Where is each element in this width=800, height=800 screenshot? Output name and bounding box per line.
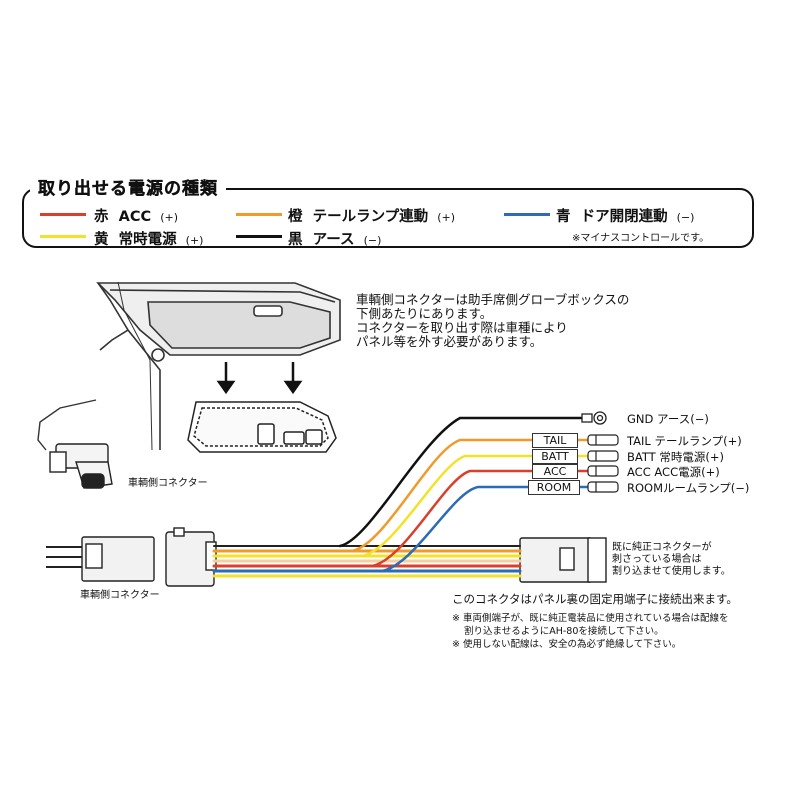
terminal-label-gnd: GND アース(−): [627, 412, 709, 426]
footnote-line: ※ 車両側端子が、既に純正電装品に使用されている場合は配線を: [452, 613, 729, 624]
oem-note-line: 刺さっている場合は: [612, 554, 702, 565]
branch-wires: [338, 416, 594, 573]
vehicle-connector-label-bottom: 車輌側コネクター: [80, 590, 160, 601]
legend-function: ドア開閉連動: [580, 209, 668, 225]
terminal-label-room: ROOMルームランプ(−): [627, 481, 750, 495]
legend-sign: (+): [160, 211, 178, 224]
arrows: [216, 362, 303, 395]
footnote-line: ※ 使用しない配線は、安全の為必ず絶縁して下さい。: [452, 639, 682, 650]
terminal-label-acc: ACC ACC電源(+): [627, 465, 720, 479]
right-connector: [519, 537, 607, 583]
tag-tail: TAIL: [532, 433, 578, 448]
oem-connector-note: 既に純正コネクターが 刺さっている場合は 割り込ませて使用します。: [612, 542, 731, 578]
footnote-line: 割り込ませるようにAH-80を接続して下さい。: [464, 626, 664, 637]
legend-color-name: 赤: [94, 209, 109, 225]
vehicle-description: 車輌側コネクターは助手席側グローブボックスの 下側あたりにあります。 コネクター…: [356, 293, 629, 349]
legend-line-yellow: [40, 235, 86, 238]
fixed-terminal-note: このコネクタはパネル裏の固定用端子に接続出来ます。: [452, 592, 738, 606]
terminal-tail: [587, 434, 619, 446]
legend-item-red: 赤 ACC (+): [94, 205, 178, 226]
legend-line-red: [40, 213, 86, 216]
legend-color-name: 橙: [288, 209, 303, 225]
vehicle-connector-label-top: 車輌側コネクター: [128, 478, 208, 489]
legend-line-black: [236, 235, 282, 238]
legend-color-name: 青: [556, 209, 571, 225]
legend-color-name: 黒: [288, 232, 303, 248]
vehicle-connector-top: [49, 443, 113, 489]
oem-note-line: 既に純正コネクターが: [612, 542, 712, 553]
glove-box-illustration: [37, 281, 341, 451]
legend-item-black: 黒 アース (−): [288, 228, 381, 249]
tag-room: ROOM: [528, 480, 580, 495]
legend-function: テールランプ連動: [312, 209, 429, 225]
description-line: 車輌側コネクターは助手席側グローブボックスの: [356, 292, 630, 307]
tag-batt: BATT: [532, 449, 578, 464]
footnotes: ※ 車両側端子が、既に純正電装品に使用されている場合は配線を 割り込ませるように…: [452, 612, 729, 651]
terminal-acc: [587, 465, 619, 477]
terminal-label-tail: TAIL テールランプ(+): [627, 434, 742, 448]
legend-item-orange: 橙 テールランプ連動 (+): [288, 205, 455, 226]
legend-sign: (+): [185, 234, 204, 247]
left-connector-pair: [46, 527, 217, 587]
description-line: パネル等を外す必要があります。: [356, 334, 543, 349]
terminal-gnd: [581, 411, 607, 425]
legend-line-blue: [504, 213, 550, 216]
legend-sign: (−): [363, 234, 382, 247]
terminal-room: [587, 481, 619, 493]
legend-function: アース: [312, 232, 355, 248]
oem-note-line: 割り込ませて使用します。: [612, 566, 731, 577]
harness-wires: [212, 545, 522, 578]
terminal-batt: [587, 450, 619, 462]
panel-bracket: [187, 401, 337, 453]
legend-item-blue: 青 ドア開閉連動 (−): [556, 205, 694, 226]
legend-title: 取り出せる電源の種類: [30, 174, 226, 199]
description-line: 下側あたりにあります。: [356, 306, 493, 321]
legend-line-orange: [236, 213, 282, 216]
legend-function: 常時電源: [118, 232, 177, 248]
legend-note: ※マイナスコントロールです。: [572, 233, 710, 244]
description-line: コネクターを取り出す際は車種により: [356, 320, 568, 335]
tag-acc: ACC: [532, 464, 578, 479]
legend-color-name: 黄: [94, 232, 109, 248]
legend-sign: (−): [676, 211, 695, 224]
legend-sign: (+): [437, 211, 456, 224]
terminal-label-batt: BATT 常時電源(+): [627, 450, 724, 464]
legend-item-yellow: 黄 常時電源 (+): [94, 228, 203, 249]
legend-function: ACC: [118, 209, 152, 225]
